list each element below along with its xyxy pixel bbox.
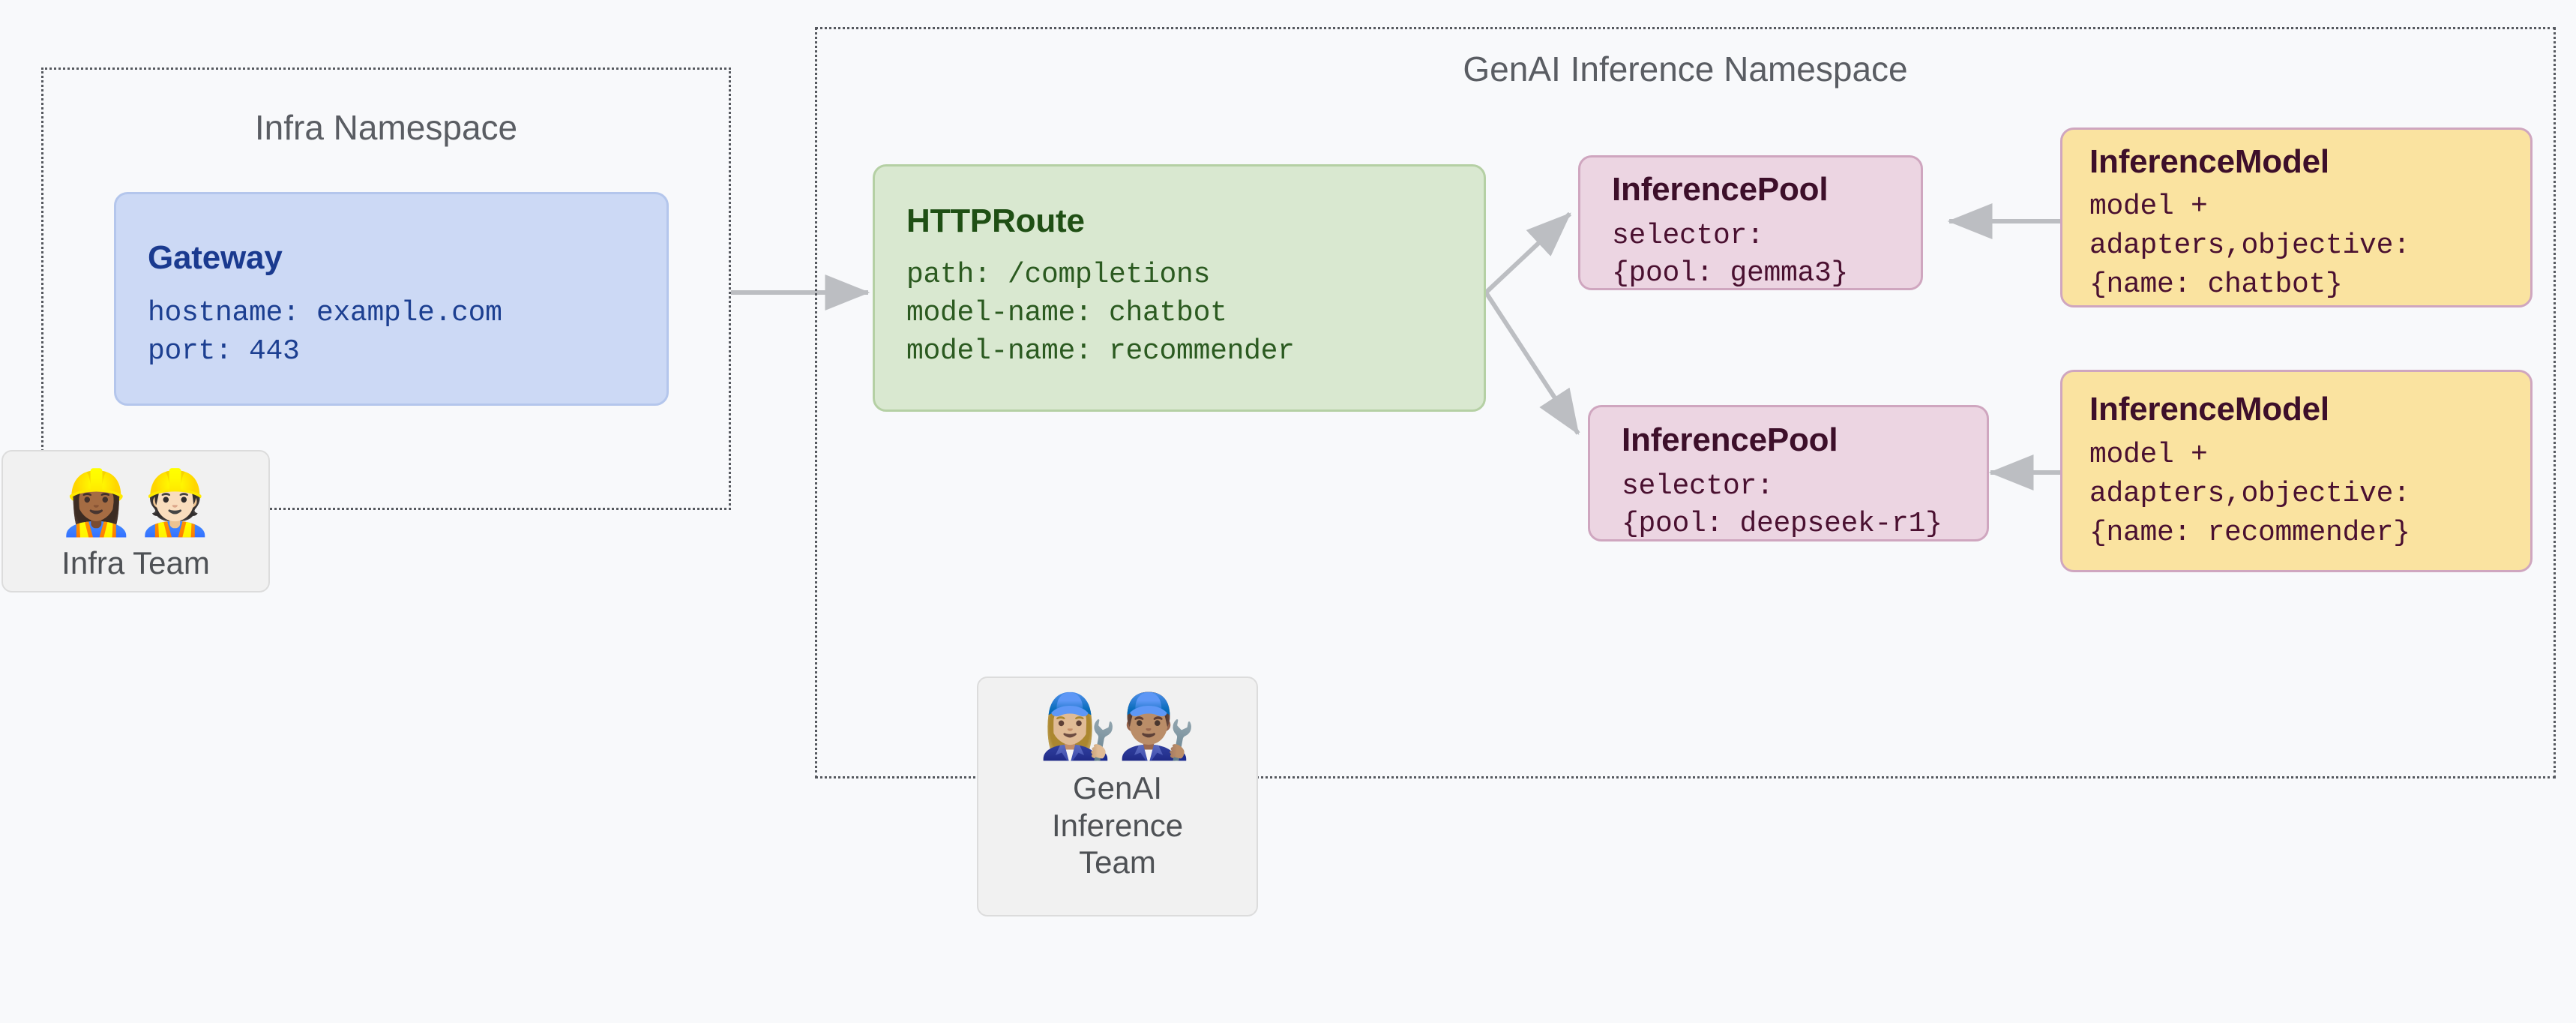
node-inferencemodel-recommender-title: InferenceModel [2089, 391, 2329, 428]
node-inferencemodel-chatbot-line-2: adapters,objective: [2089, 230, 2410, 262]
node-inferencemodel-chatbot-title: InferenceModel [2089, 143, 2329, 180]
node-inferencemodel-recommender-line-1: model + [2089, 439, 2208, 471]
node-inferencemodel-chatbot-line-3: {name: chatbot} [2089, 268, 2343, 301]
namespace-genai-title: GenAI Inference Namespace [1463, 50, 1908, 88]
namespace-infra-title: Infra Namespace [254, 108, 518, 147]
node-inferencemodel-recommender-line-2: adapters,objective: [2089, 478, 2410, 510]
node-httproute[interactable]: HTTPRoute path: /completions model-name:… [873, 164, 1486, 412]
node-gateway-title: Gateway [148, 239, 283, 276]
node-httproute-line-3: model-name: recommender [906, 335, 1295, 368]
node-inferencepool-deepseek-r1-line-2: {pool: deepseek-r1} [1622, 508, 1942, 540]
team-infra-avatars: 👷🏾‍♀️👷🏻 [57, 466, 214, 539]
node-inferencepool-deepseek-r1-line-1: selector: [1622, 470, 1774, 502]
node-inferencepool-gemma3-line-2: {pool: gemma3} [1612, 257, 1849, 290]
node-inferencepool-gemma3-title: InferencePool [1612, 171, 1829, 208]
team-infra[interactable]: 👷🏾‍♀️👷🏻 Infra Team [1, 450, 270, 592]
node-inferencepool-gemma3[interactable]: InferencePool selector: {pool: gemma3} [1578, 155, 1923, 290]
node-inferencemodel-recommender[interactable]: InferenceModel model + adapters,objectiv… [2060, 370, 2533, 572]
team-genai-label-line-1: GenAI [1072, 770, 1163, 806]
node-inferencepool-deepseek-r1-title: InferencePool [1622, 422, 1838, 458]
node-inferencepool-gemma3-line-1: selector: [1612, 220, 1764, 252]
node-httproute-title: HTTPRoute [906, 202, 1085, 239]
team-genai-avatars: 👩🏼‍🔧👨🏽‍🔧 [1038, 689, 1197, 763]
node-gateway-line-2: port: 443 [148, 335, 300, 368]
node-inferencemodel-chatbot-line-1: model + [2089, 190, 2208, 223]
team-infra-label: Infra Team [61, 545, 210, 580]
node-gateway-line-1: hostname: example.com [148, 297, 502, 329]
node-inferencemodel-chatbot[interactable]: InferenceModel model + adapters,objectiv… [2060, 128, 2533, 308]
node-inferencepool-deepseek-r1[interactable]: InferencePool selector: {pool: deepseek-… [1588, 405, 1989, 542]
team-genai-label: GenAI Inference Team [1052, 770, 1183, 881]
node-httproute-line-1: path: /completions [906, 259, 1211, 291]
team-genai[interactable]: 👩🏼‍🔧👨🏽‍🔧 GenAI Inference Team [977, 676, 1258, 916]
team-genai-label-line-3: Team [1079, 844, 1156, 880]
namespace-genai: GenAI Inference Namespace [815, 27, 2556, 778]
team-genai-label-line-2: Inference [1051, 807, 1184, 843]
namespace-infra: Infra Namespace [41, 68, 731, 510]
node-gateway[interactable]: Gateway hostname: example.com port: 443 [114, 192, 669, 406]
node-httproute-line-2: model-name: chatbot [906, 297, 1227, 329]
node-inferencemodel-recommender-line-3: {name: recommender} [2089, 517, 2410, 549]
